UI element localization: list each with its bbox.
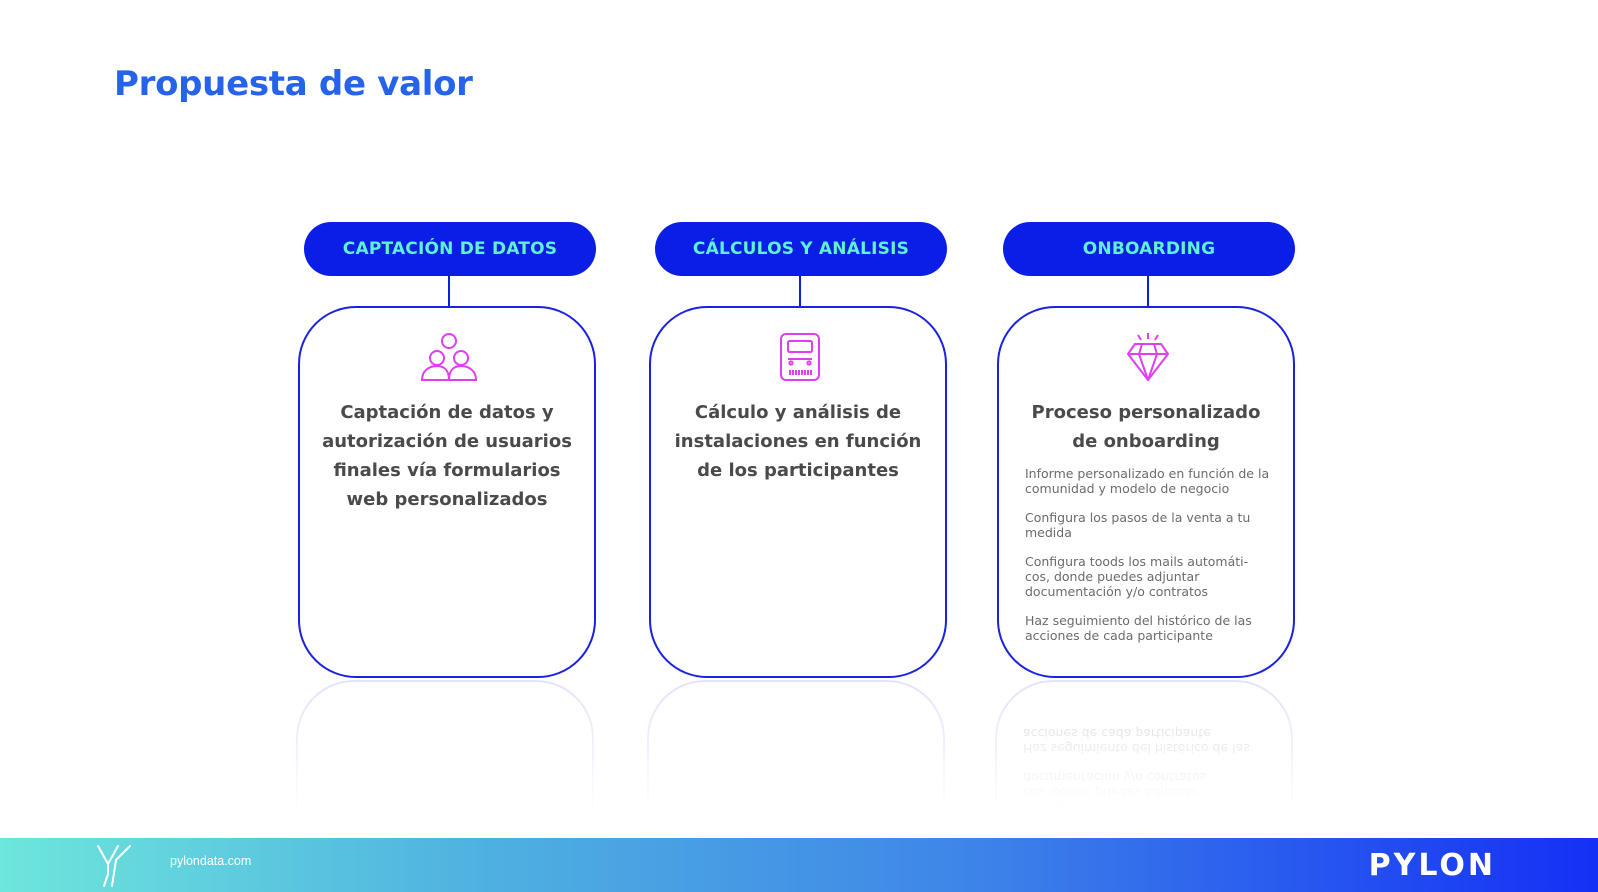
column-header-pill: CÁLCULOS Y ANÁLISIS	[655, 222, 947, 276]
list-item: Configura toods los mails automáti-cos, …	[1025, 554, 1249, 599]
value-column-onboarding: ONBOARDING Proceso personalizado de onbo…	[995, 222, 1299, 842]
card-reflection: Informe personalizado en función de la c…	[995, 680, 1293, 810]
card-reflection	[647, 680, 945, 810]
value-column-calculation: CÁLCULOS Y ANÁLISIS Cálculo y análisis d…	[647, 222, 951, 842]
reflection-text: Informe personalizado en función de la c…	[1023, 712, 1269, 810]
connector-line	[1147, 276, 1149, 306]
feature-list: Informe personalizado en función de la c…	[1025, 466, 1271, 657]
pylon-y-logo-icon	[94, 844, 134, 888]
value-card: Cálculo y análisis de instalaciones en f…	[649, 306, 947, 678]
column-header-pill: ONBOARDING	[1003, 222, 1295, 276]
meter-device-icon	[767, 330, 833, 384]
value-card: Captación de datos y autorización de usu…	[298, 306, 596, 678]
value-column-data-capture: CAPTACIÓN DE DATOS Captación de datos y …	[296, 222, 600, 842]
reflection-line: Haz seguimiento del histórico de las acc…	[1023, 726, 1250, 756]
footer-url-link[interactable]: pylondata.com	[170, 854, 252, 868]
users-group-icon	[416, 330, 482, 384]
list-item: Configura los pasos de la venta a tu med…	[1025, 510, 1251, 540]
footer-bar: pylondata.com PYLON	[0, 838, 1598, 892]
value-card: Proceso personalizado de onboarding Info…	[997, 306, 1295, 678]
card-heading: Captación de datos y autorización de usu…	[322, 402, 572, 510]
diamond-icon	[1115, 330, 1181, 384]
reflection-line: Configura toods los mails automáti-cos, …	[1023, 770, 1247, 810]
card-reflection	[296, 680, 594, 810]
card-heading: Proceso personalizado de onboarding	[1031, 402, 1261, 452]
column-header-pill: CAPTACIÓN DE DATOS	[304, 222, 596, 276]
connector-line	[448, 276, 450, 306]
brand-wordmark: PYLON	[1368, 848, 1496, 883]
card-heading: Cálculo y análisis de instalaciones en f…	[674, 402, 922, 481]
page-title: Propuesta de valor	[114, 64, 473, 104]
connector-line	[799, 276, 801, 306]
list-item: Haz seguimiento del histórico de las acc…	[1025, 613, 1252, 643]
list-item: Informe personalizado en función de la c…	[1025, 466, 1270, 496]
